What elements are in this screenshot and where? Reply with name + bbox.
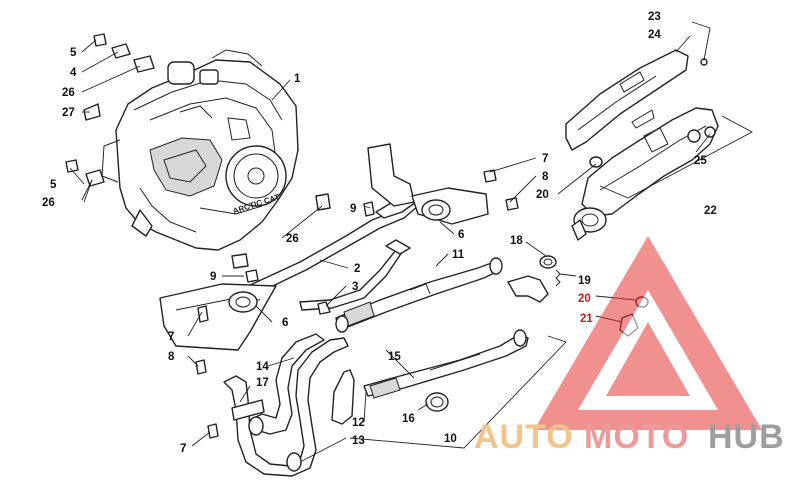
callout-26: 26 bbox=[62, 87, 75, 99]
front-exhaust-pipe bbox=[335, 257, 503, 333]
engine-hardware bbox=[65, 33, 331, 283]
callout-13: 13 bbox=[352, 435, 365, 447]
callout-15: 15 bbox=[388, 351, 401, 363]
callout-3: 3 bbox=[352, 281, 358, 293]
callout-4: 4 bbox=[70, 67, 77, 79]
callout-26: 26 bbox=[42, 197, 55, 209]
callout-18: 18 bbox=[510, 235, 523, 247]
callout-25: 25 bbox=[694, 155, 707, 167]
muffler bbox=[571, 107, 719, 241]
callout-26: 26 bbox=[286, 233, 299, 245]
callout-21: 21 bbox=[580, 313, 593, 325]
callout-7: 7 bbox=[168, 331, 174, 343]
clamp bbox=[425, 392, 449, 412]
muffler-hardware bbox=[619, 296, 649, 337]
mid-pipe bbox=[331, 329, 529, 425]
callout-24: 24 bbox=[648, 29, 661, 41]
callout-20: 20 bbox=[536, 189, 549, 201]
callout-14: 14 bbox=[256, 361, 269, 373]
callout-6: 6 bbox=[282, 317, 288, 329]
callout-12: 12 bbox=[352, 417, 365, 429]
callout-19: 19 bbox=[578, 275, 591, 287]
callout-5: 5 bbox=[70, 47, 77, 59]
callout-16: 16 bbox=[402, 413, 415, 425]
callout-5: 5 bbox=[50, 179, 57, 191]
mount-brackets bbox=[159, 143, 519, 375]
callout-11: 11 bbox=[452, 249, 465, 261]
callout-22: 22 bbox=[704, 205, 717, 217]
engine-assembly: ARCTIC CAT bbox=[101, 49, 299, 251]
group-outline-22 bbox=[599, 115, 753, 199]
callout-8: 8 bbox=[542, 171, 549, 183]
callout-7: 7 bbox=[542, 153, 548, 165]
callout-9: 9 bbox=[210, 271, 216, 283]
y-pipe bbox=[507, 255, 561, 303]
callout-7: 7 bbox=[180, 443, 186, 455]
callout-6: 6 bbox=[458, 229, 464, 241]
callout-23: 23 bbox=[648, 11, 661, 23]
head-pipes bbox=[207, 333, 349, 477]
callout-labels: 1 5 4 26 27 5 26 26 2 3 9 9 7 8 20 6 11 … bbox=[42, 11, 717, 455]
callout-17: 17 bbox=[256, 377, 269, 389]
callout-10: 10 bbox=[444, 433, 457, 445]
callout-20: 20 bbox=[578, 293, 591, 305]
callout-27: 27 bbox=[62, 107, 75, 119]
callout-8: 8 bbox=[168, 351, 175, 363]
heat-shield bbox=[565, 49, 708, 168]
callout-1: 1 bbox=[294, 73, 301, 85]
callout-9: 9 bbox=[350, 203, 356, 215]
callout-2: 2 bbox=[354, 263, 360, 275]
